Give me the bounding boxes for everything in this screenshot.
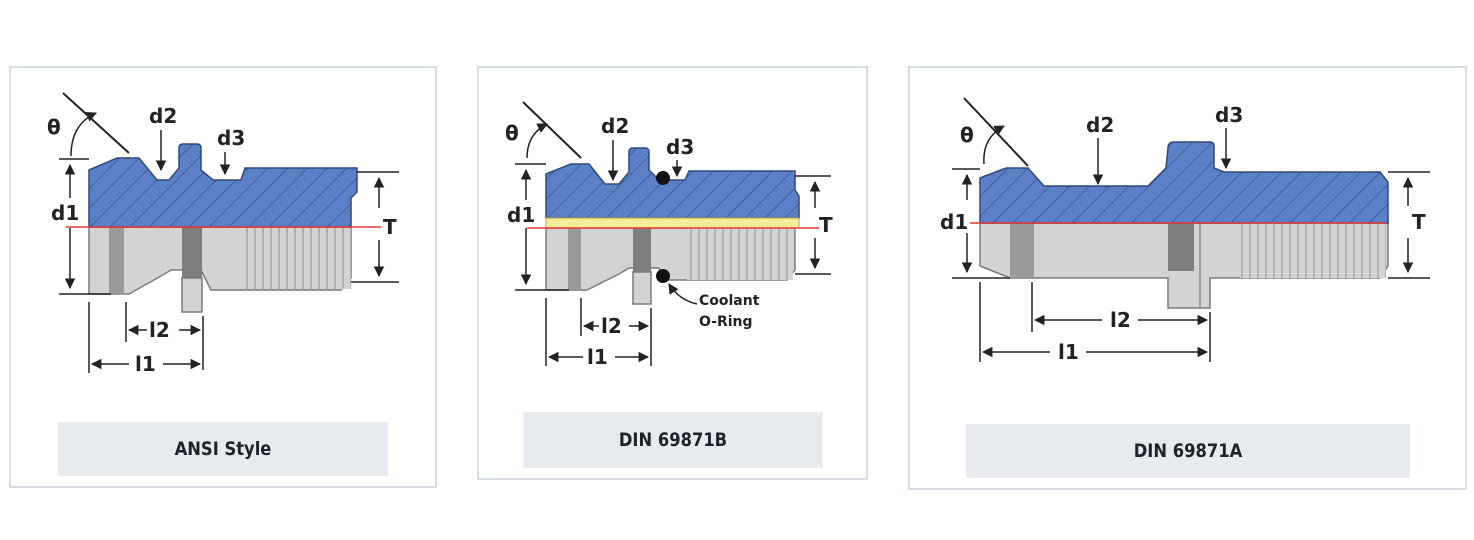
card-ansi-style: θ d1 d2 d3 T l2 l1 ANSI Style <box>9 66 437 488</box>
caption-text: DIN 69871A <box>1133 440 1243 462</box>
upper-section <box>979 141 1389 224</box>
d1-label: d1 <box>940 210 968 234</box>
d1-label: d1 <box>507 203 535 227</box>
card-din-69871a: θ d1 d2 d3 T l2 l1 DIN 69871A <box>908 66 1467 490</box>
d2-label: d2 <box>149 104 177 128</box>
l1-label: l1 <box>587 345 608 369</box>
caption-text: ANSI Style <box>174 438 272 460</box>
din-b-pull-stud-diagram: θ d1 d2 d3 T Coolant O-Ring l2 l1 <box>505 101 833 369</box>
caption-din-b: DIN 69871B <box>523 412 823 468</box>
d3-label: d3 <box>217 126 245 150</box>
d1-label: d1 <box>51 201 79 225</box>
o-ring-lower <box>656 269 670 283</box>
caption-din-a: DIN 69871A <box>966 424 1410 478</box>
caption-text: DIN 69871B <box>618 429 728 451</box>
thread-lower <box>241 227 351 289</box>
d2-label: d2 <box>1086 113 1114 137</box>
theta-label: θ <box>47 115 61 139</box>
groove-dark <box>633 228 651 272</box>
din-a-pull-stud-diagram: θ d1 d2 d3 T l2 l1 <box>940 97 1430 364</box>
theta-label: θ <box>960 123 974 147</box>
theta-label: θ <box>505 121 519 145</box>
o-ring-label: O-Ring <box>699 314 753 330</box>
l2-label: l2 <box>1110 308 1131 332</box>
l2-label: l2 <box>601 314 622 338</box>
upper-section <box>545 147 800 219</box>
T-label: T <box>383 215 397 239</box>
l1-label: l1 <box>1058 340 1079 364</box>
thread-lower <box>1240 223 1386 278</box>
coolant-label: Coolant <box>699 293 760 309</box>
d2-label: d2 <box>601 114 629 138</box>
flange-lower <box>181 277 203 313</box>
d3-label: d3 <box>1215 103 1243 127</box>
flange-lower <box>632 271 652 305</box>
o-ring-upper <box>656 171 670 185</box>
groove-dark <box>182 227 202 278</box>
l1-label: l1 <box>135 352 156 376</box>
coolant-band <box>545 217 800 229</box>
caption-ansi: ANSI Style <box>57 422 389 476</box>
T-label: T <box>1412 210 1426 234</box>
thread-lower <box>687 228 793 280</box>
shoulder-face <box>568 228 581 290</box>
shoulder-face <box>109 227 124 294</box>
groove-dark <box>1168 223 1194 271</box>
card-din-69871b: θ d1 d2 d3 T Coolant O-Ring l2 l1 <box>477 66 868 480</box>
upper-section <box>88 143 358 228</box>
l2-label: l2 <box>149 318 170 342</box>
T-label: T <box>819 213 833 237</box>
d3-label: d3 <box>666 135 694 159</box>
shoulder-face <box>1010 223 1034 278</box>
ansi-pull-stud-diagram: θ d1 d2 d3 T l2 l1 <box>47 92 399 376</box>
